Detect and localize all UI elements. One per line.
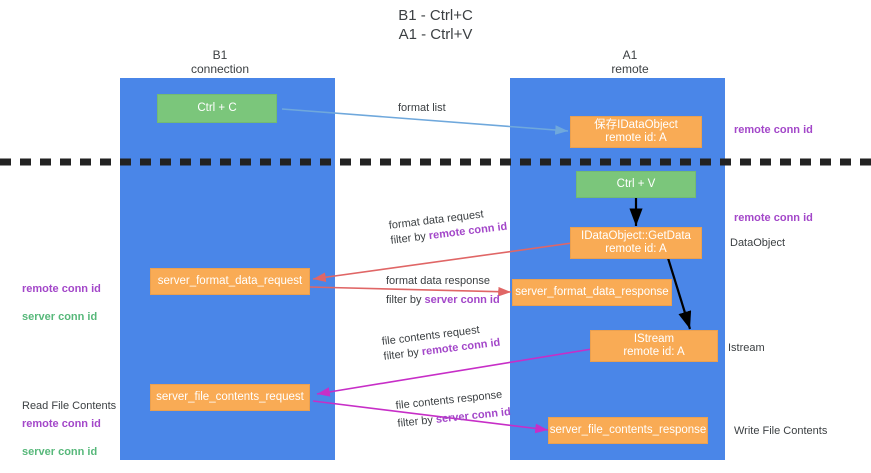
node-idataobject-getdata[interactable]: IDataObject::GetData remote id: A	[570, 227, 702, 259]
left-label-format-conn-ids: remote conn id server conn id	[22, 268, 101, 338]
arrow-label-format-data-response-line1: format data response	[386, 275, 490, 287]
arrow-label-format-data-request-line2: filter by	[389, 230, 430, 247]
left-label-file-conn-ids: remote conn id server conn id	[22, 403, 101, 473]
node-server-format-data-request[interactable]: server_format_data_request	[150, 268, 310, 295]
node-server-file-contents-request[interactable]: server_file_contents_request	[150, 384, 310, 411]
right-label-remote-conn-id-top: remote conn id	[734, 124, 813, 136]
left-label-read-file-contents-text: Read File Contents	[22, 400, 117, 412]
right-label-remote-conn-id-bottom: remote conn id	[734, 212, 813, 224]
arrow-format-data-response	[309, 286, 512, 297]
arrow-getdata-to-istream	[666, 257, 692, 330]
arrow-label-format-list: format list	[398, 101, 446, 116]
node-istream[interactable]: IStream remote id: A	[590, 330, 718, 362]
arrow-file-contents-response	[312, 400, 549, 434]
accent-server-conn-id: server conn id	[424, 294, 500, 306]
node-save-idataobject[interactable]: 保存IDataObject remote id: A	[570, 116, 702, 148]
right-label-dataobject: DataObject	[730, 237, 786, 249]
arrow-file-contents-request	[316, 348, 593, 397]
page-title: B1 - Ctrl+C A1 - Ctrl+V	[398, 7, 473, 43]
arrow-label-format-list-line1: format list	[398, 102, 446, 114]
right-label-write-file-contents: Write File Contents	[734, 425, 828, 437]
left-label-server-conn-id-2: server conn id	[22, 446, 98, 458]
arrow-format-list	[281, 108, 569, 135]
arrow-label-file-contents-response-line2: filter by	[396, 413, 437, 430]
column-header-b1: B1 connection	[190, 48, 250, 76]
node-server-format-data-response[interactable]: server_format_data_response	[512, 279, 672, 306]
left-label-read-file-contents: Read File Contents	[22, 385, 116, 427]
left-label-server-conn-id: server conn id	[22, 311, 98, 323]
arrow-format-data-request	[312, 242, 573, 282]
node-ctrl-v[interactable]: Ctrl + V	[576, 171, 696, 198]
left-label-remote-conn-id: remote conn id	[22, 283, 101, 295]
left-label-remote-conn-id-2: remote conn id	[22, 418, 101, 430]
node-server-file-contents-response[interactable]: server_file_contents_response	[548, 417, 708, 444]
node-ctrl-c[interactable]: Ctrl + C	[157, 94, 277, 123]
arrow-label-format-data-response-line2: filter by	[386, 294, 425, 306]
column-header-a1: A1 remote	[611, 48, 649, 76]
arrow-label-format-data-response: format data response filter by server co…	[386, 274, 500, 308]
arrow-label-file-contents-request-line2: filter by	[382, 346, 423, 363]
right-label-istream: Istream	[728, 342, 765, 354]
